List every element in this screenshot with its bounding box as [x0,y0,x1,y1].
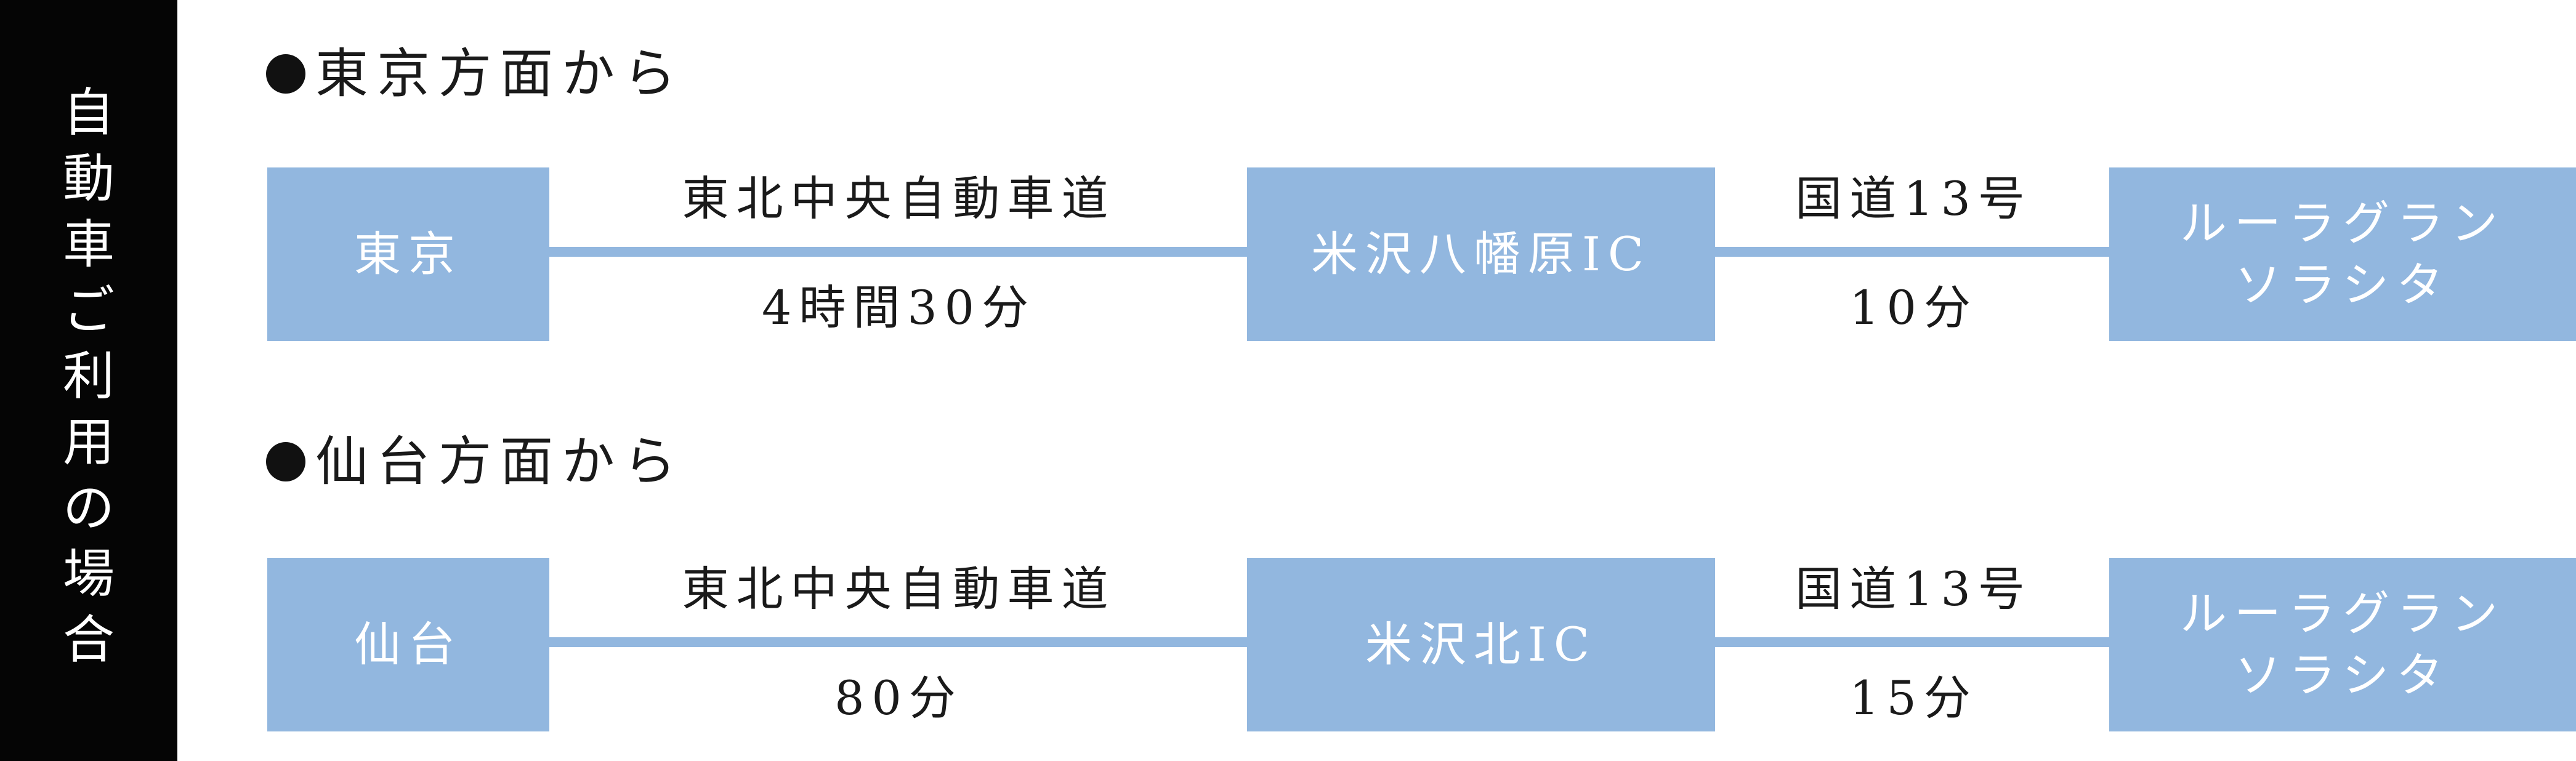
route-heading-text: 東京方面から [315,43,685,105]
destination-label-line2: ソラシタ [2234,648,2451,703]
bullet-icon [266,54,305,94]
route-connector-line [1712,637,2112,647]
sidebar-title-char: の [62,478,115,538]
origin-node: 仙台 [267,558,549,731]
route-connector-line [548,637,1250,647]
segment2-road-label: 国道13号 [1795,562,2032,616]
sidebar-title-char: 動 [62,148,115,209]
sidebar-title: 自 動 車 ご 利 用 の 場 合 [0,0,177,761]
segment1-road-label: 東北中央自動車道 [682,562,1116,616]
interchange-label: 米沢北IC [1365,617,1597,672]
segment2-time-label: 10分 [1849,280,1978,335]
interchange-label: 米沢八幡原IC [1310,227,1652,281]
route-tokyo: 東京 東北中央自動車道 4時間30分 米沢八幡原IC 国道13号 10分 ルーラ… [0,167,2576,341]
segment2-road-label: 国道13号 [1795,171,2032,226]
sidebar-title-char: 場 [62,544,115,604]
bullet-icon [266,442,305,481]
segment1-road-label: 東北中央自動車道 [682,171,1116,226]
origin-node: 東京 [267,167,549,341]
route-heading-sendai: 仙台方面から [266,431,685,493]
origin-label: 東京 [354,227,462,281]
route-sendai: 仙台 東北中央自動車道 80分 米沢北IC 国道13号 15分 ルーラグラン ソ… [0,558,2576,731]
sidebar-title-char: 合 [62,610,115,670]
segment1-time-label: 80分 [834,670,963,725]
destination-node: ルーラグラン ソラシタ [2109,167,2576,341]
sidebar-title-char: 車 [62,214,115,275]
sidebar-title-char: 利 [62,346,115,406]
sidebar-title-char: ご [62,280,115,340]
origin-label: 仙台 [354,617,462,672]
route-connector-line [548,247,1250,257]
interchange-node: 米沢北IC [1247,558,1715,731]
destination-node: ルーラグラン ソラシタ [2109,558,2576,731]
destination-label-line1: ルーラグラン [2180,586,2505,641]
route-heading-text: 仙台方面から [315,431,685,493]
route-connector-line [1712,247,2112,257]
interchange-node: 米沢八幡原IC [1247,167,1715,341]
sidebar-title-char: 用 [62,412,115,472]
route-heading-tokyo: 東京方面から [266,43,685,105]
destination-label-line1: ルーラグラン [2180,196,2505,251]
segment1-time-label: 4時間30分 [761,280,1036,335]
sidebar-title-char: 自 [62,83,115,143]
destination-label-line2: ソラシタ [2234,257,2451,312]
segment2-time-label: 15分 [1849,670,1978,725]
